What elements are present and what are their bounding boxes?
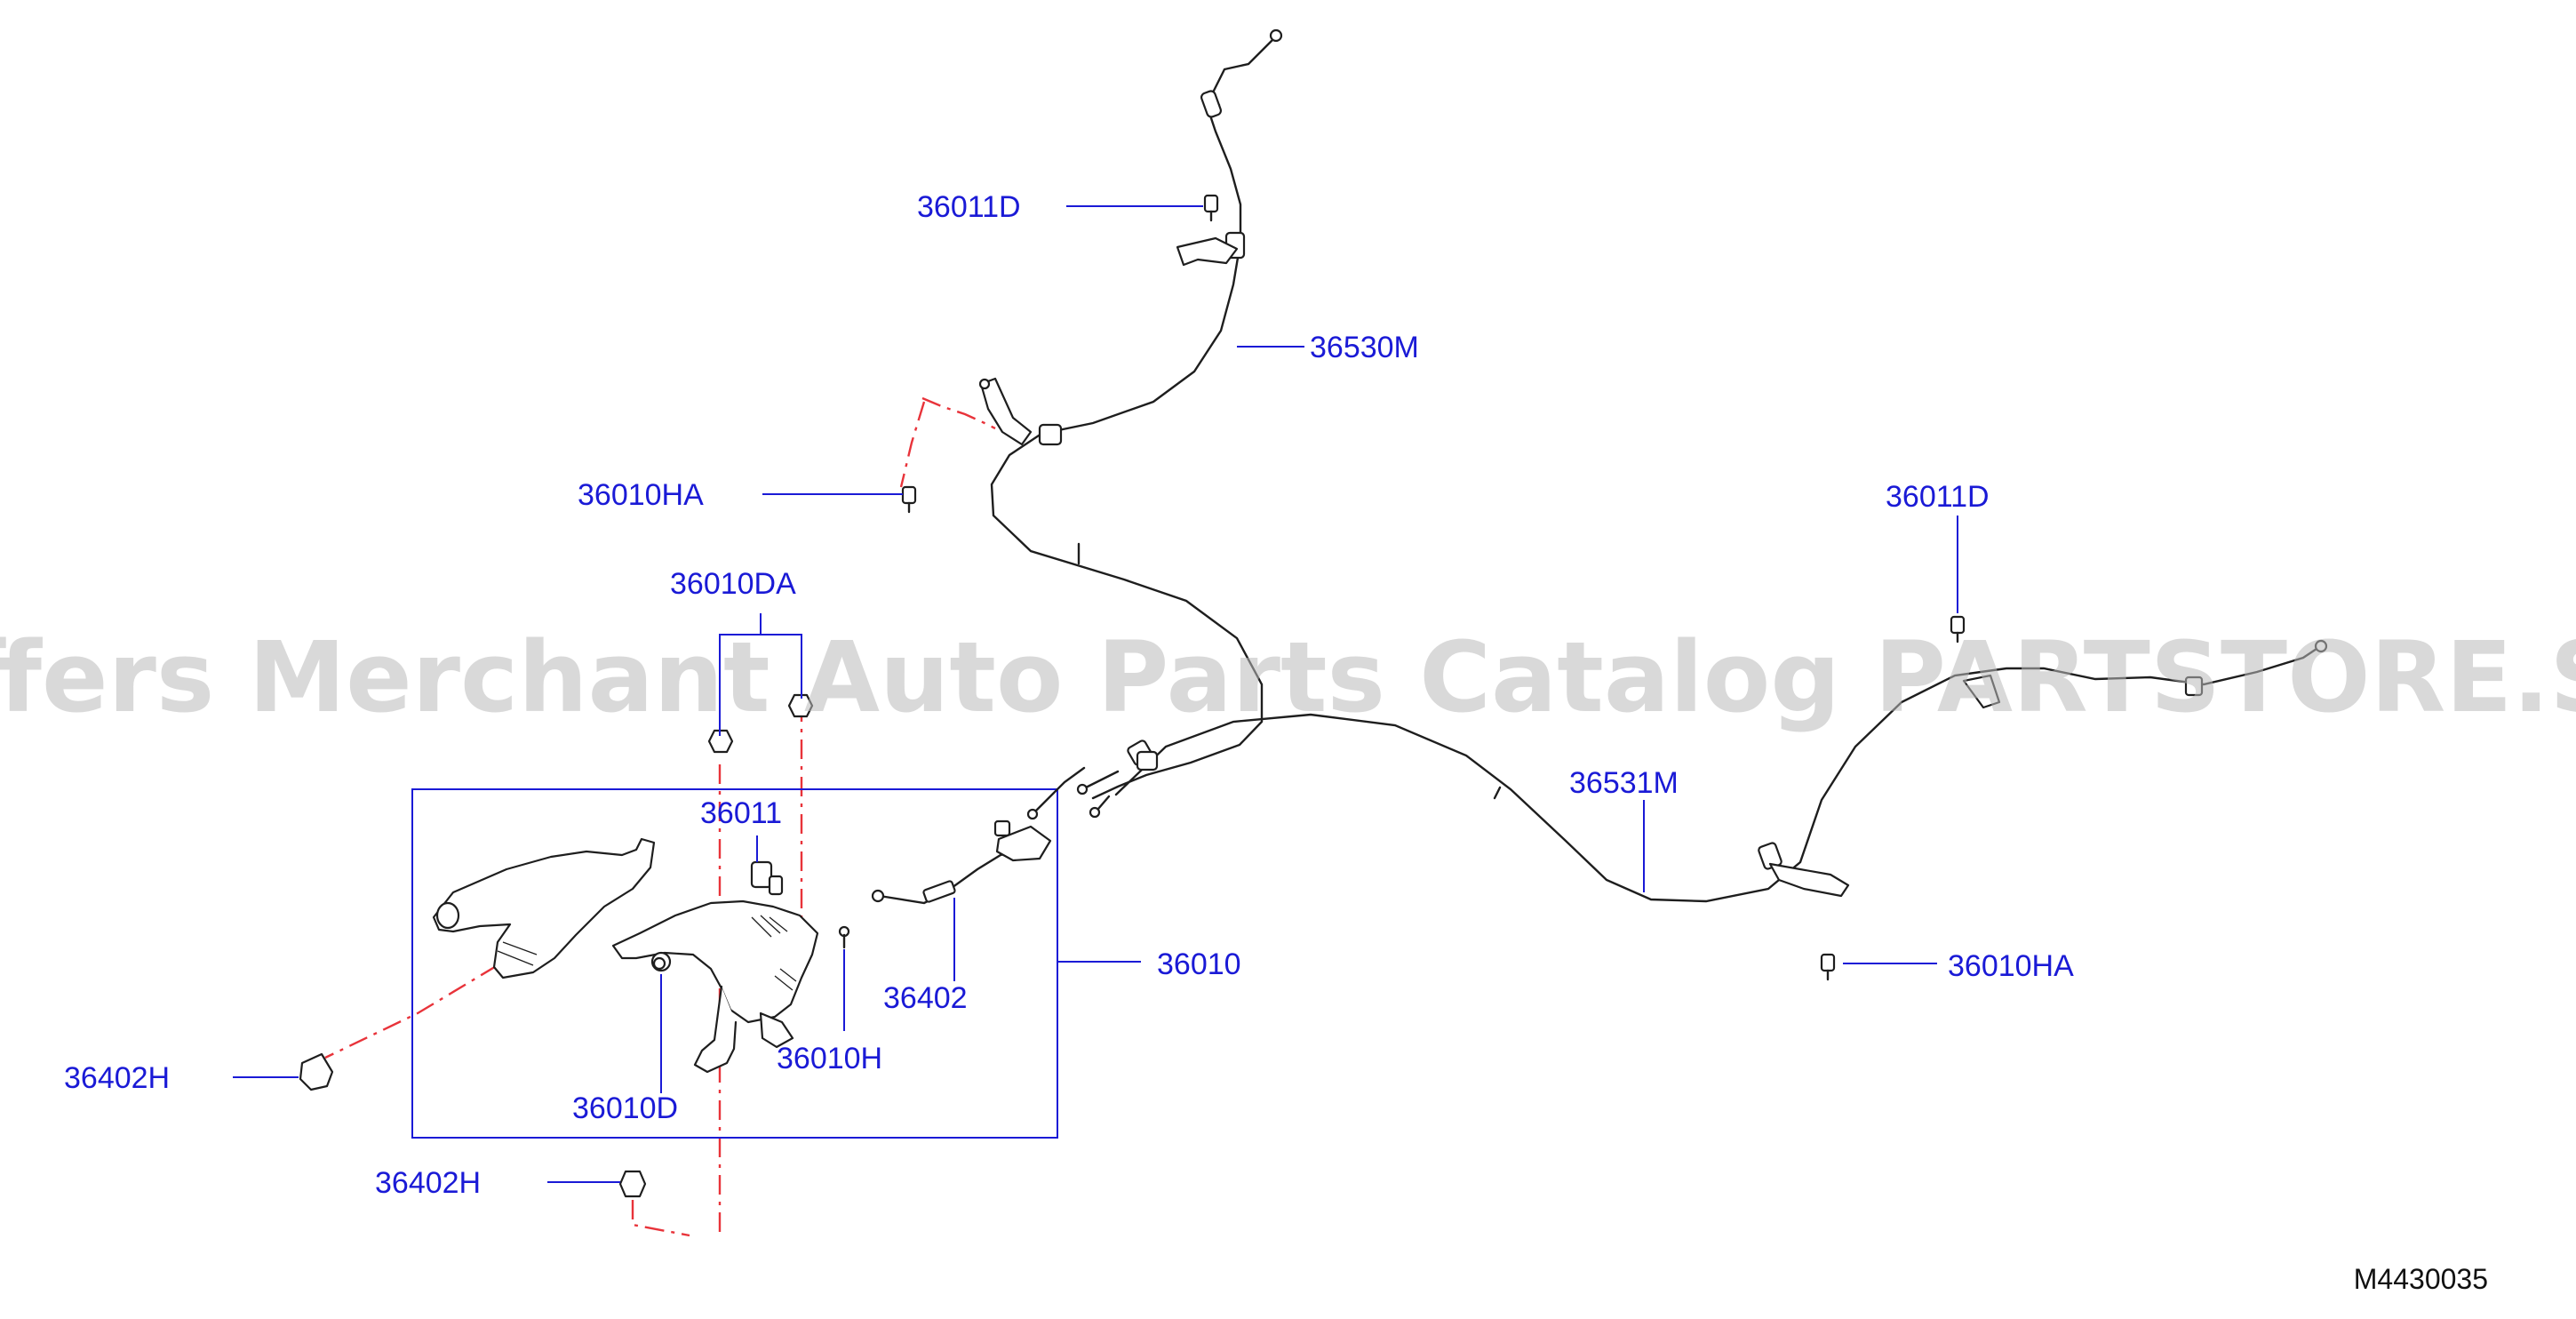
nut-36010da-right xyxy=(787,693,814,718)
diagram-id: M4430035 xyxy=(2354,1263,2488,1295)
bolt-36010ha-left xyxy=(901,485,917,514)
cable-end-cap-36402h xyxy=(299,1052,334,1091)
bolt-36010ha-right xyxy=(1820,953,1836,981)
cable-bracket-top xyxy=(1176,236,1239,267)
lever-mechanism xyxy=(611,860,850,1074)
nut-36402h-bottom xyxy=(618,1170,647,1198)
callout-36010d[interactable]: 36010D xyxy=(572,1091,678,1125)
callout-36010ha-right[interactable]: 36010HA xyxy=(1948,949,2074,983)
callout-36530m[interactable]: 36530M xyxy=(1310,331,1419,364)
rear-cable-right-36531m[interactable] xyxy=(1089,639,2328,903)
callout-36010h[interactable]: 36010H xyxy=(777,1042,882,1075)
callout-36011[interactable]: 36011 xyxy=(700,796,782,830)
callout-36010ha-left[interactable]: 36010HA xyxy=(578,478,704,512)
equalizer-cable-36402[interactable] xyxy=(871,819,1052,905)
watermark-text: Offers Merchant Auto Parts Catalog PARTS… xyxy=(0,620,2576,734)
bolt-36011d-right xyxy=(1950,615,1966,644)
cable-bracket-mid xyxy=(979,377,1033,446)
cable-end-fittings xyxy=(1026,750,1159,820)
callout-36402h-bottom[interactable]: 36402H xyxy=(375,1166,481,1200)
bracket-hole xyxy=(978,378,991,390)
nut-36010da-left xyxy=(707,729,734,754)
cable-bracket-lower-right xyxy=(1768,862,1850,898)
callout-36011d-right[interactable]: 36011D xyxy=(1886,480,1990,514)
leader-lines xyxy=(233,205,1958,1183)
callout-36531m[interactable]: 36531M xyxy=(1569,766,1679,800)
callout-36402h-left[interactable]: 36402H xyxy=(64,1061,170,1095)
callout-36010da[interactable]: 36010DA xyxy=(670,567,796,601)
lever-grip-cover xyxy=(432,837,656,979)
callout-36010[interactable]: 36010 xyxy=(1157,947,1241,981)
callout-36011d-top[interactable]: 36011D xyxy=(917,190,1021,224)
lever-assembly-box xyxy=(411,788,1058,1139)
cable-bracket-upper-right xyxy=(1962,674,2001,709)
callout-36402[interactable]: 36402 xyxy=(883,981,968,1015)
bolt-36011d-top xyxy=(1203,194,1219,222)
